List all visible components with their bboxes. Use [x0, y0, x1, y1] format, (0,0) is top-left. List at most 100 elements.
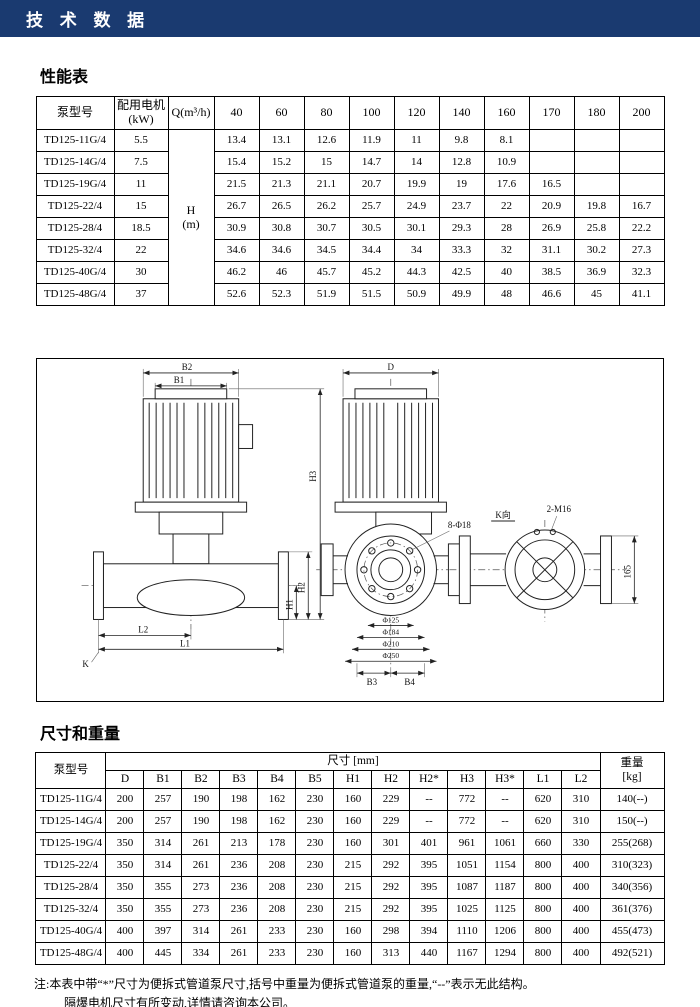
head-value-cell: [528, 151, 575, 174]
dimension-cell: 355: [143, 898, 183, 921]
head-value-cell: 52.3: [258, 283, 305, 306]
pump-model-cell: TD125-48G/4: [35, 283, 115, 306]
weight-header-label: 重量: [620, 757, 644, 770]
dimensions-group-header-row: 泵型号 尺寸 [mm] 重量 [kg]: [35, 752, 665, 789]
head-value-cell: 22.2: [618, 217, 665, 240]
footnote: 注:本表中带“*”尺寸为便拆式管道泵尺寸,括号中重量为便拆式管道泵的重量,“--…: [34, 975, 666, 1007]
head-value-cell: 34.4: [348, 239, 395, 262]
dimension-cell: 1154: [485, 854, 525, 877]
pump-model-cell: TD125-22/4: [35, 195, 115, 218]
head-value-cell: 45: [573, 283, 620, 306]
dimension-cell: 1187: [485, 876, 525, 899]
dimension-cell: --: [409, 788, 449, 811]
dim-label-d: D: [388, 362, 395, 372]
dimension-cell: 400: [561, 876, 601, 899]
dim-column-header: B4: [257, 770, 297, 789]
dim-column-header: H1: [333, 770, 373, 789]
head-value-cell: 30.5: [348, 217, 395, 240]
weight-cell: 255(268): [599, 832, 665, 855]
performance-table: 泵型号 配用电机 (kW) Q(m³/h) 40 60 80 100 120 1…: [35, 96, 665, 306]
dimension-cell: 229: [371, 788, 411, 811]
dimension-cell: 1125: [485, 898, 525, 921]
dimension-cell: 190: [181, 810, 221, 833]
dimension-cell: 261: [219, 942, 259, 965]
dimension-cell: 292: [371, 854, 411, 877]
head-value-cell: 30.8: [258, 217, 305, 240]
column-header-flow: Q(m³/h): [167, 96, 215, 130]
dimension-cell: 800: [523, 898, 563, 921]
dimension-cell: 400: [561, 898, 601, 921]
dimension-cell: 401: [409, 832, 449, 855]
dimension-cell: 800: [523, 942, 563, 965]
dimension-cell: 229: [371, 810, 411, 833]
dimension-cell: 350: [105, 854, 145, 877]
weight-cell: 340(356): [599, 876, 665, 899]
dimension-cell: 257: [143, 810, 183, 833]
dimension-cell: 313: [371, 942, 411, 965]
dimension-cell: 160: [333, 832, 373, 855]
head-value-cell: 50.9: [393, 283, 440, 306]
dimension-cell: 198: [219, 810, 259, 833]
dimension-cell: 961: [447, 832, 487, 855]
dim-column-header: B3: [219, 770, 259, 789]
head-value-cell: 30.1: [393, 217, 440, 240]
head-value-cell: [573, 129, 620, 152]
dimension-cell: 213: [219, 832, 259, 855]
head-value-cell: 19.9: [393, 173, 440, 196]
dimension-cell: 230: [295, 832, 335, 855]
head-value-cell: 32: [483, 239, 530, 262]
column-header-motor-label: 配用电机: [116, 98, 165, 113]
dimension-cell: 298: [371, 920, 411, 943]
head-value-cell: 14.7: [348, 151, 395, 174]
dim-column-header: H2*: [409, 770, 449, 789]
head-value-cell: 20.9: [528, 195, 575, 218]
dimensions-column-header-row: D B1 B2 B3 B4 B5 H1 H2 H2* H3 H3* L1 L2: [36, 770, 664, 789]
dim-label-bolt-holes: 8-Φ18: [448, 520, 471, 530]
footnote-line2: 隔爆电机尺寸有所变动,详情请咨询本公司。: [64, 995, 296, 1007]
dimension-cell: 397: [143, 920, 183, 943]
head-value-cell: 23.7: [438, 195, 485, 218]
head-value-cell: [573, 173, 620, 196]
dim-column-header: B5: [295, 770, 335, 789]
dimension-cell: 355: [143, 876, 183, 899]
head-value-cell: 10.9: [483, 151, 530, 174]
weight-cell: 140(--): [599, 788, 665, 811]
head-value-cell: 30.7: [303, 217, 350, 240]
dimension-cell: 230: [295, 854, 335, 877]
dimension-cell: 230: [295, 810, 335, 833]
dimension-cell: 400: [105, 920, 145, 943]
pump-outline-drawing: B2 B1 H1 H2 H3 L2 L1: [36, 358, 664, 702]
head-value-cell: 11: [393, 129, 440, 152]
motor-power-cell: 18.5: [113, 217, 169, 240]
dimension-cell: 620: [523, 788, 563, 811]
footnote-line1: 注:本表中带“*”尺寸为便拆式管道泵尺寸,括号中重量为便拆式管道泵的重量,“--…: [34, 977, 535, 991]
dimension-cell: 1167: [447, 942, 487, 965]
dimension-cell: 230: [295, 898, 335, 921]
dim-label-h2: H2: [296, 582, 306, 593]
dimension-cell: 1061: [485, 832, 525, 855]
head-value-cell: 26.7: [213, 195, 260, 218]
flow-column-header: 40: [213, 96, 260, 130]
dimension-cell: 208: [257, 854, 297, 877]
dimension-cell: 230: [295, 788, 335, 811]
dimension-cell: 160: [333, 810, 373, 833]
weight-cell: 361(376): [599, 898, 665, 921]
weight-cell: 492(521): [599, 942, 665, 965]
dimension-cell: 314: [143, 832, 183, 855]
head-value-cell: 13.1: [258, 129, 305, 152]
head-value-cell: 27.3: [618, 239, 665, 262]
dimension-cell: 800: [523, 854, 563, 877]
flow-column-header: 100: [348, 96, 395, 130]
performance-section-title: 性能表: [40, 69, 89, 86]
head-value-cell: 9.8: [438, 129, 485, 152]
dim-label-dia250: Φ250: [382, 651, 399, 660]
weight-cell: 150(--): [599, 810, 665, 833]
dimension-cell: 198: [219, 788, 259, 811]
